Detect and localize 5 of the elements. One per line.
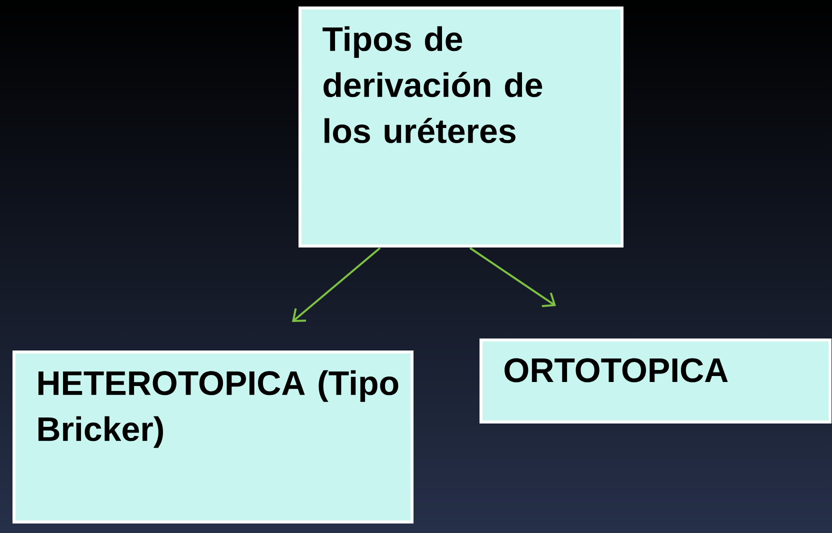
- text-box: ORTOTOPICA: [480, 338, 832, 424]
- text-box: Tipos de derivación de los uréteres: [298, 6, 624, 248]
- arrow: [469, 247, 556, 308]
- text-box: HETEROTOPICA (Tipo Bricker): [12, 350, 414, 524]
- arrow: [292, 247, 381, 322]
